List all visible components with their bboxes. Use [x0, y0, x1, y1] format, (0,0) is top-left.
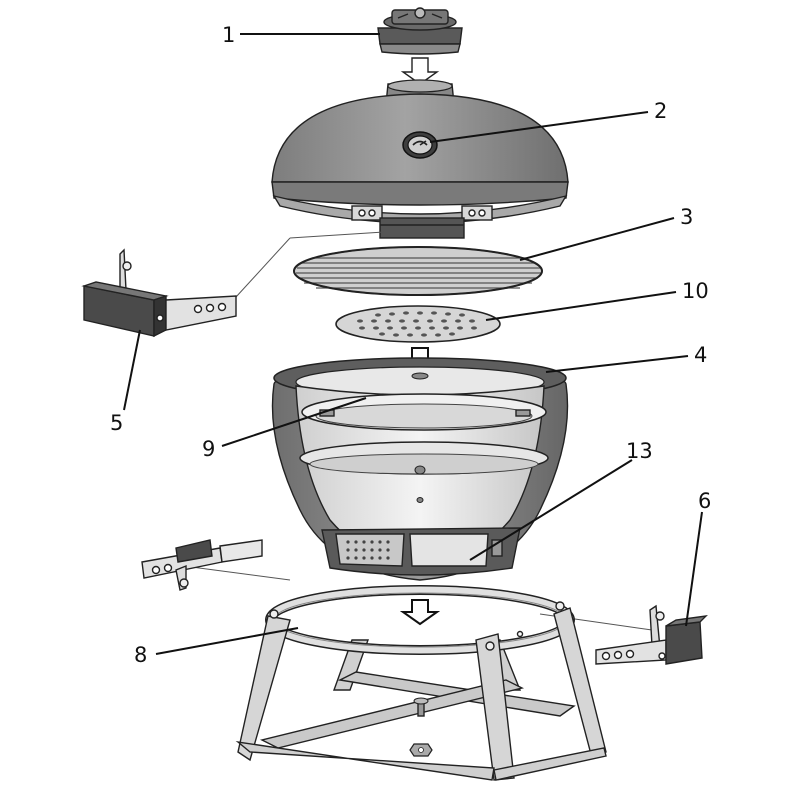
callout-9: 9	[202, 437, 215, 461]
leader-line-4	[545, 355, 689, 373]
callout-8: 8	[134, 643, 147, 667]
callout-3: 3	[680, 205, 693, 229]
thermometer	[402, 131, 438, 159]
leader-line-5	[123, 329, 141, 411]
callout-1: 1	[222, 23, 235, 47]
leader-line-3	[519, 217, 675, 261]
leader-line-6	[685, 511, 703, 627]
right-handle-bracket	[539, 604, 708, 665]
assembly-arrow-bottom	[399, 599, 441, 626]
dome-lid	[271, 79, 569, 239]
leader-line-10	[485, 291, 677, 321]
callout-2: 2	[654, 99, 667, 123]
callout-10: 10	[682, 279, 709, 303]
bottom-vent	[321, 527, 521, 576]
cooking-grid	[293, 246, 543, 296]
callout-13: 13	[626, 439, 653, 463]
callout-labels: 1 2 3 10 4 5 9 13 6 8	[110, 23, 711, 667]
callout-5: 5	[110, 411, 123, 435]
stand	[235, 585, 607, 781]
leader-line-9	[221, 397, 367, 447]
lower-left-bracket	[141, 539, 291, 591]
fire-ring	[299, 393, 549, 503]
charcoal-grate	[335, 305, 501, 343]
leader-line-13	[469, 459, 633, 561]
top-vent	[377, 7, 463, 55]
assembly-arrow-top	[400, 57, 440, 85]
callout-6: 6	[698, 489, 711, 513]
leader-line-8	[155, 627, 299, 655]
left-handle-bracket	[81, 231, 385, 338]
leader-line-2	[429, 111, 649, 143]
callout-4: 4	[694, 343, 707, 367]
leader-lines	[123, 33, 703, 655]
